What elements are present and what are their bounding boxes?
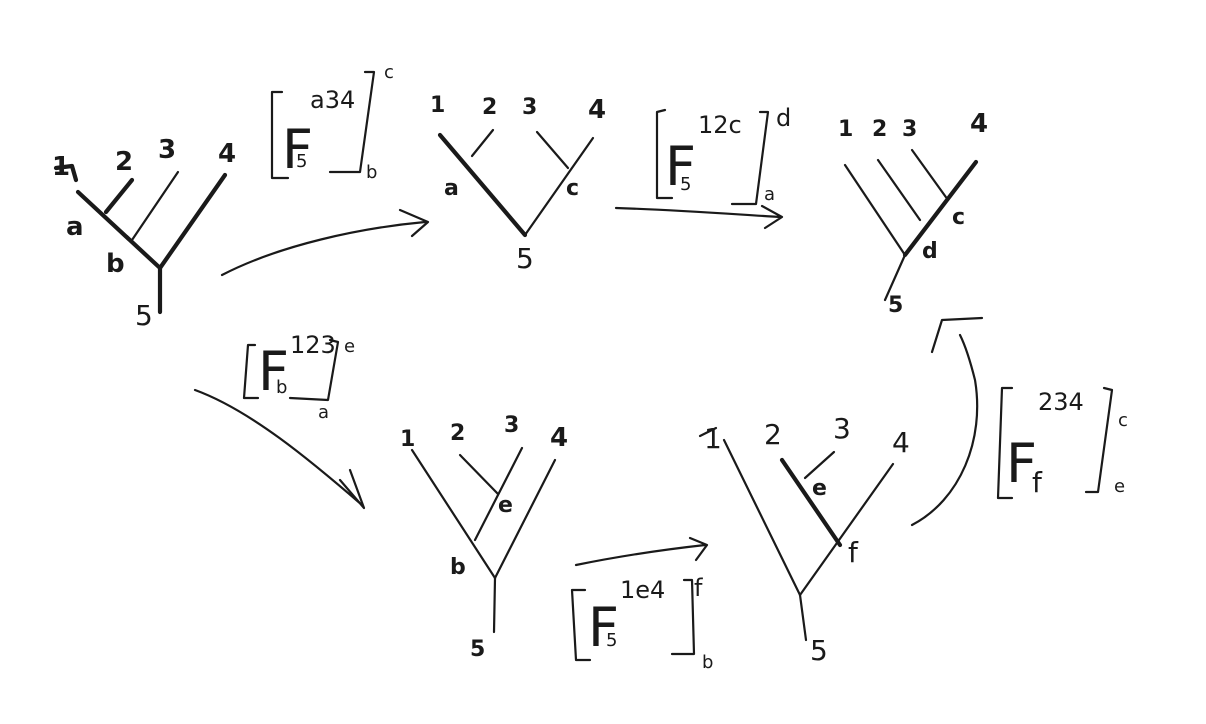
tree3-leaf-4: 4	[970, 109, 988, 139]
move2-right-sub: a	[764, 184, 775, 205]
tree3-leaf-2: 2	[872, 117, 887, 142]
move5-sup: 234	[1038, 388, 1084, 416]
tree3-leaf-1: 1	[838, 117, 853, 142]
tree3-leaf-3: 3	[902, 117, 917, 142]
move3-right-sub: a	[318, 402, 329, 423]
tree3-label-d: d	[922, 239, 938, 264]
tree2-label-a: a	[444, 176, 459, 201]
move4-right-sup: f	[694, 574, 703, 602]
move5-right-sub: e	[1114, 476, 1125, 497]
tree2-root-5: 5	[516, 242, 534, 275]
tree1-label-b: b	[106, 249, 125, 279]
tree4-leaf-1: 1	[400, 427, 415, 452]
tree4-label-b: b	[450, 555, 466, 580]
move4-sub: 5	[606, 630, 617, 651]
tree4-label-e: e	[498, 493, 513, 518]
tree4-leaf-4: 4	[550, 423, 568, 453]
tree-4: 1 2 3 4 e b 5	[400, 413, 568, 662]
arrow-4	[574, 536, 709, 567]
tree5-leaf-4: 4	[892, 426, 910, 459]
tree5-leaf-2: 2	[764, 418, 782, 451]
move-4: F 1e4 5 f b	[570, 536, 713, 673]
tree1-leaf-3: 3	[158, 135, 176, 165]
move3-sub: b	[276, 377, 287, 398]
tree1-leaf-1: 1	[52, 152, 70, 182]
move1-sup: a34	[310, 86, 355, 114]
tree1-label-a: a	[66, 212, 84, 242]
move1-sub: 5	[296, 151, 307, 172]
move5-sub: f	[1032, 466, 1043, 499]
move-2: F 12c 5 d a	[614, 104, 791, 230]
move3-right-sup: e	[344, 336, 355, 357]
tree4-root-5: 5	[470, 637, 485, 662]
tree2-leaf-4: 4	[588, 95, 606, 125]
tree-1: 1 2 3 4 a b 5	[52, 135, 236, 332]
move4-right-sub: b	[702, 652, 713, 673]
move-5: F 234 f c e	[910, 316, 1128, 527]
tree5-root-5: 5	[810, 634, 828, 667]
arrow-3	[193, 388, 366, 510]
tree3-root-5: 5	[888, 293, 903, 318]
tree1-leaf-2: 2	[115, 147, 133, 177]
move5-F: F	[1006, 432, 1037, 495]
arrow-2	[614, 204, 784, 230]
move-3: F 123 b e a	[193, 331, 366, 510]
tree4-leaf-2: 2	[450, 421, 465, 446]
tree5-leaf-3: 3	[833, 412, 851, 445]
move3-F: F	[258, 340, 289, 403]
move2-sub: 5	[680, 174, 691, 195]
arrow-5	[910, 316, 984, 527]
move1-right-sup: c	[384, 62, 394, 83]
move4-sup: 1e4	[620, 576, 665, 604]
tree2-leaf-1: 1	[430, 93, 445, 118]
tree3-label-c: c	[952, 205, 965, 230]
tree-2: 1 2 3 4 a c 5	[430, 93, 606, 275]
tree5-label-e: e	[812, 476, 827, 501]
tree1-root-5: 5	[135, 299, 153, 332]
arrow-1	[220, 208, 430, 277]
move2-sup: 12c	[698, 111, 742, 139]
tree-3: 1 2 3 4 c d 5	[838, 109, 988, 318]
move4-F: F	[588, 596, 619, 659]
tree1-leaf-4: 4	[218, 139, 236, 169]
tree5-leaf-1: 1	[704, 422, 722, 455]
move1-F: F	[282, 118, 313, 181]
tree-5: 1 2 3 4 e f 5	[698, 412, 910, 667]
move-1: F a34 5 c b	[220, 62, 430, 277]
tree2-label-c: c	[566, 176, 579, 201]
move3-sup: 123	[290, 331, 336, 359]
move2-F: F	[665, 135, 696, 198]
tree5-label-f: f	[848, 536, 859, 569]
tree2-leaf-3: 3	[522, 95, 537, 120]
tree4-leaf-3: 3	[504, 413, 519, 438]
move2-right-sup: d	[776, 104, 791, 132]
tree2-leaf-2: 2	[482, 95, 497, 120]
move1-right-sub: b	[366, 162, 377, 183]
move5-right-sup: c	[1118, 410, 1128, 431]
